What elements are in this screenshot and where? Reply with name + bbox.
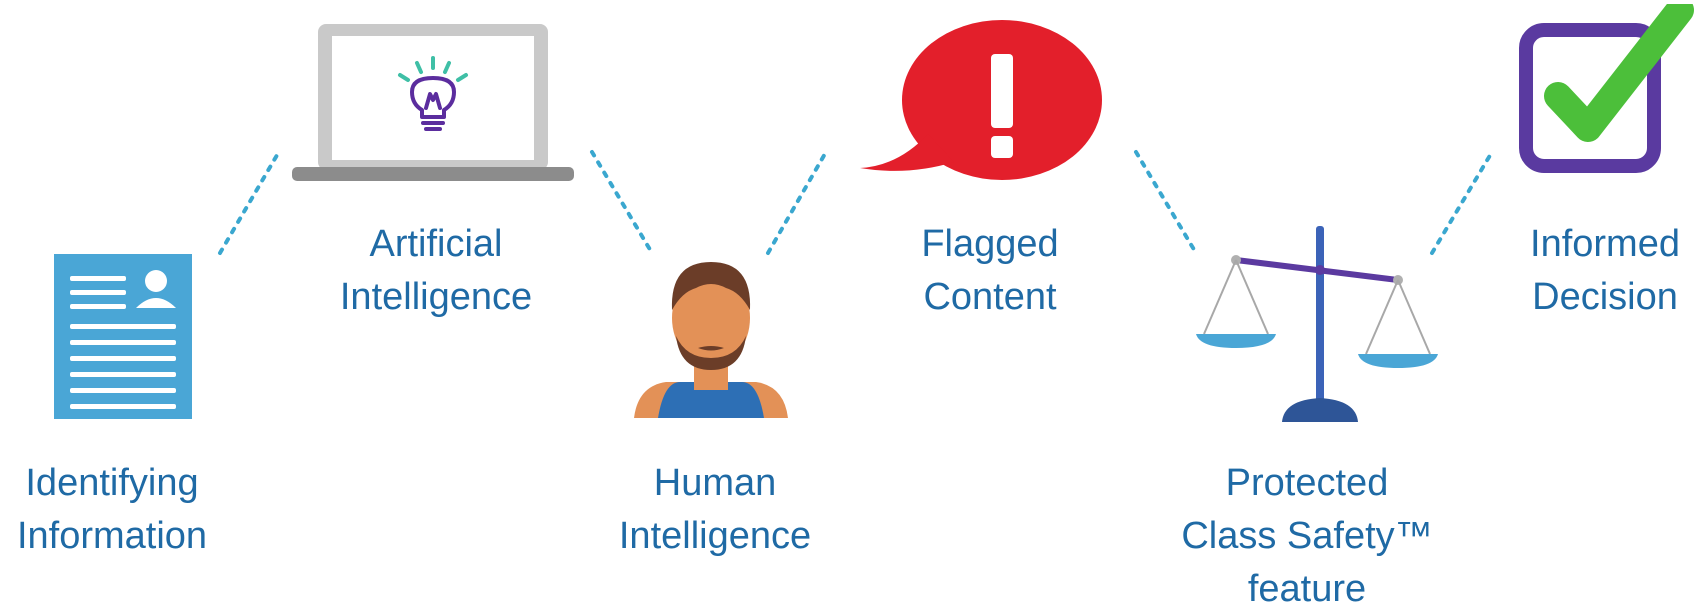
connector-4 xyxy=(1134,150,1198,255)
person-icon xyxy=(634,262,788,418)
label-informed-decision: Informed Decision xyxy=(1530,223,1680,318)
label-protected-class-safety: Protected Class Safety™ feature xyxy=(1181,462,1433,610)
connector-5 xyxy=(1430,150,1494,255)
connector-3 xyxy=(766,150,828,255)
connector-1 xyxy=(218,148,282,255)
laptop-lightbulb-icon xyxy=(292,24,574,181)
id-card-icon xyxy=(54,254,192,419)
connector-lines xyxy=(218,148,1494,255)
checkmark-box-icon xyxy=(1519,4,1694,173)
label-flagged-content: Flagged Content xyxy=(921,223,1059,318)
label-artificial-intelligence: Artificial Intelligence xyxy=(339,223,533,318)
label-identifying-information: Identifying Information xyxy=(16,462,208,557)
workflow-diagram: Identifying Information Artificial Intel… xyxy=(16,4,1694,610)
exclamation-speech-bubble-icon xyxy=(860,20,1102,180)
connector-2 xyxy=(590,150,654,255)
balance-scale-icon xyxy=(1196,226,1438,422)
label-human-intelligence: Human Intelligence xyxy=(618,462,812,557)
